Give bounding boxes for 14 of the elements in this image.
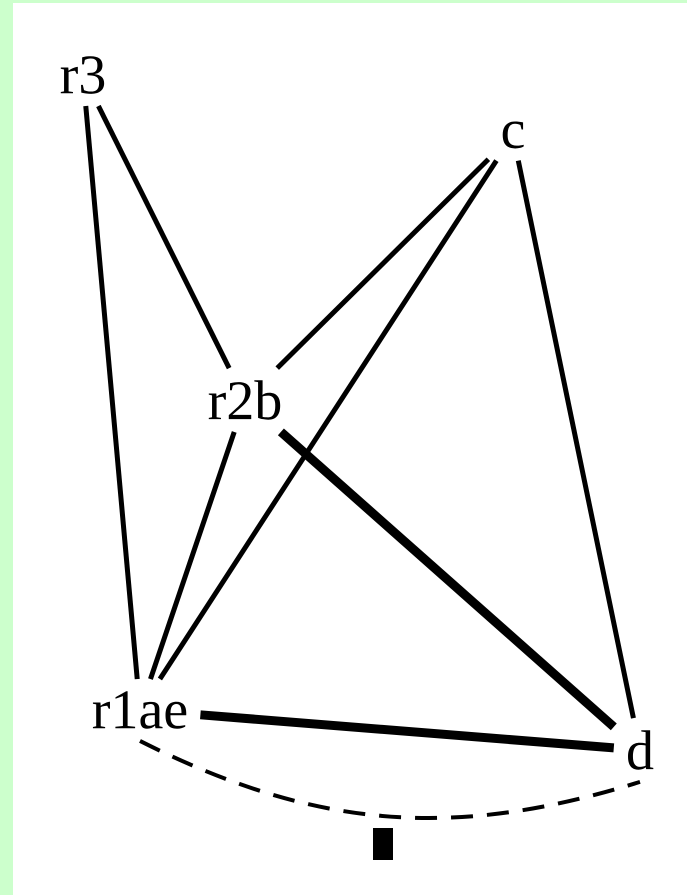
connector-line [200, 710, 614, 752]
node-label: d [628, 730, 654, 770]
node-label: r2b [208, 380, 280, 420]
connector-line [516, 160, 636, 719]
connector-line [139, 739, 641, 820]
connector-line [275, 157, 490, 370]
connector-line [83, 106, 140, 680]
node-label: c [502, 122, 524, 148]
node-label: r3 [60, 56, 104, 94]
connector-line [158, 159, 498, 680]
node-label: r1ae [92, 691, 186, 729]
connector-line [278, 428, 617, 730]
connector-line [96, 104, 232, 370]
connector-line [148, 431, 237, 680]
